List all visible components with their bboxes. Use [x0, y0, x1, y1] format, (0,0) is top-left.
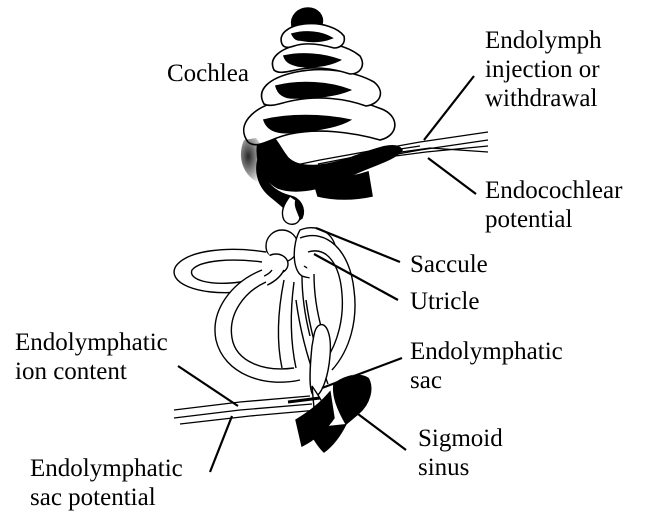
label-endolymphatic-sac-line1: Endolymphatic	[410, 337, 563, 366]
label-cochlea: Cochlea	[167, 59, 249, 88]
label-endocochlear-potential-line1: Endocochlear	[485, 176, 622, 205]
label-sigmoid-sinus: Sigmoid sinus	[418, 424, 503, 482]
label-endolymphatic-ion-content-line1: Endolymphatic	[15, 328, 168, 357]
label-endolymphatic-sac-potential-line2: sac potential	[30, 483, 183, 512]
label-endolymph-injection: Endolymph injection or withdrawal	[485, 26, 602, 113]
label-endolymph-injection-line1: Endolymph	[485, 26, 602, 55]
label-endolymphatic-sac-line2: sac	[410, 366, 563, 395]
label-endolymphatic-sac: Endolymphatic sac	[410, 337, 563, 395]
cochlea-spiral	[241, 8, 402, 222]
vestibular-system	[174, 196, 355, 411]
label-sigmoid-sinus-line2: sinus	[418, 453, 503, 482]
label-utricle: Utricle	[410, 287, 479, 316]
label-sigmoid-sinus-line1: Sigmoid	[418, 424, 503, 453]
label-endolymph-injection-line2: injection or	[485, 55, 602, 84]
label-endolymph-injection-line3: withdrawal	[485, 84, 602, 113]
label-endolymphatic-ion-content: Endolymphatic ion content	[15, 328, 168, 386]
label-endolymphatic-sac-potential: Endolymphatic sac potential	[30, 454, 183, 512]
label-endolymphatic-ion-content-line2: ion content	[15, 357, 168, 386]
label-saccule: Saccule	[410, 250, 488, 279]
sigmoid-sinus-shape	[296, 374, 374, 452]
label-endolymphatic-sac-potential-line1: Endolymphatic	[30, 454, 183, 483]
label-endocochlear-potential: Endocochlear potential	[485, 176, 622, 234]
label-endocochlear-potential-line2: potential	[485, 205, 622, 234]
